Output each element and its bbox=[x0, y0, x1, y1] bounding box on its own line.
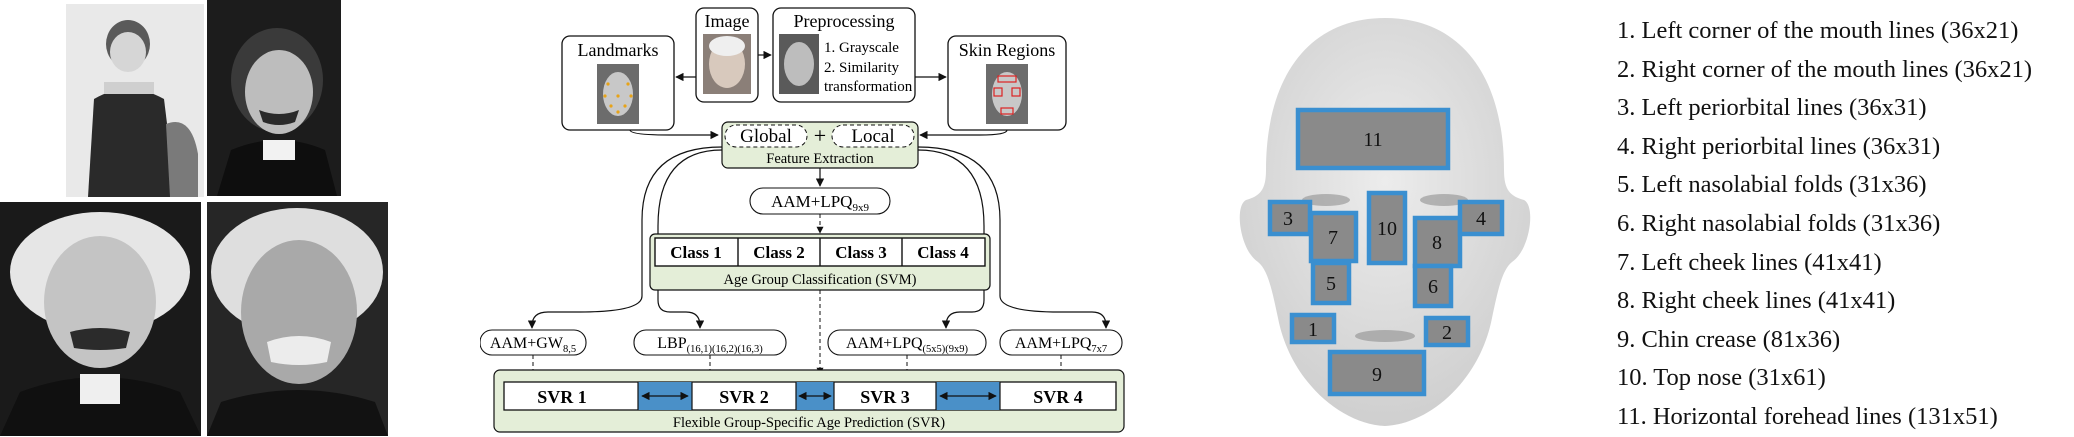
classifier-feature-sub: 9x9 bbox=[852, 202, 869, 214]
preprocessing-box: Preprocessing 1. Grayscale 2. Similarity… bbox=[772, 7, 916, 103]
class-1-cell: Class 1 bbox=[670, 243, 721, 262]
region-8-label: 8 bbox=[1432, 232, 1442, 254]
svg-text:LBP(16,1)(16,2)(16,3): LBP(16,1)(16,2)(16,3) bbox=[657, 335, 763, 355]
region-6 bbox=[1412, 263, 1454, 309]
image-box: Image bbox=[695, 7, 759, 103]
region-9 bbox=[1327, 349, 1427, 397]
preprocessing-step-2: 2. Similarity bbox=[824, 60, 900, 76]
region-11-label: 11 bbox=[1363, 129, 1382, 151]
legend-item: 11. Horizontal forehead lines (131x51) bbox=[1617, 402, 1998, 430]
svr-panel: SVR 1 SVR 2 SVR 3 SVR 4 Flexible Group-S… bbox=[493, 369, 1125, 433]
legend-item: 4. Right periorbital lines (36x31) bbox=[1617, 132, 1941, 160]
class-4-cell: Class 4 bbox=[917, 243, 969, 262]
plus-sign: + bbox=[814, 123, 826, 148]
legend-item: 2. Right corner of the mouth lines (36x2… bbox=[1617, 55, 2033, 83]
region-1 bbox=[1289, 312, 1337, 345]
feature-pill-1: AAM+GW8,5 bbox=[480, 329, 587, 356]
legend-item: 7. Left cheek lines (41x41) bbox=[1617, 248, 1882, 276]
preprocessing-title: Preprocessing bbox=[794, 11, 895, 31]
photo-older-man bbox=[0, 202, 201, 436]
region-4-label: 4 bbox=[1476, 208, 1486, 230]
region-1-label: 1 bbox=[1308, 319, 1318, 341]
legend-item: 10. Top nose (31x61) bbox=[1617, 364, 1826, 392]
svr-3-label: SVR 3 bbox=[860, 387, 910, 407]
region-4 bbox=[1457, 199, 1505, 237]
legend-item: 6. Right nasolabial folds (31x36) bbox=[1617, 209, 1941, 237]
legend-item: 5. Left nasolabial folds (31x36) bbox=[1617, 171, 1927, 199]
preprocessing-step-1: 1. Grayscale bbox=[824, 40, 899, 56]
skin-regions-label: Skin Regions bbox=[959, 40, 1056, 60]
feature-extraction-panel: Global + Local Feature Extraction bbox=[721, 121, 919, 169]
legend-item: 1. Left corner of the mouth lines (36x21… bbox=[1617, 17, 2019, 44]
classifier-feature-box: AAM+LPQ9x9 bbox=[749, 187, 891, 215]
preprocessing-step-2-cont: transformation bbox=[824, 79, 913, 95]
svg-text:AAM+GW8,5: AAM+GW8,5 bbox=[490, 335, 576, 355]
face-regions-figure: 11 3 7 10 8 4 5 6 1 2 9 bbox=[1239, 18, 1531, 426]
image-label: Image bbox=[705, 11, 750, 31]
svr-caption: Flexible Group-Specific Age Prediction (… bbox=[673, 415, 945, 431]
photo-elder-man bbox=[207, 202, 388, 436]
svg-text:AAM+LPQ9x9: AAM+LPQ9x9 bbox=[771, 192, 869, 214]
region-3-label: 3 bbox=[1283, 208, 1293, 230]
pipeline-diagram: Image Preprocessing 1. Grayscale 2. Simi… bbox=[480, 7, 1125, 433]
region-5 bbox=[1310, 260, 1352, 306]
svg-text:AAM+LPQ(5x5)(9x9): AAM+LPQ(5x5)(9x9) bbox=[846, 335, 969, 355]
region-5-label: 5 bbox=[1326, 273, 1336, 295]
svr-4-label: SVR 4 bbox=[1033, 387, 1083, 407]
class-2-cell: Class 2 bbox=[753, 243, 804, 262]
landmarks-box: Landmarks bbox=[561, 35, 675, 131]
region-7-label: 7 bbox=[1328, 227, 1338, 249]
local-feature-label: Local bbox=[851, 126, 894, 147]
legend-item: 9. Chin crease (81x36) bbox=[1617, 325, 1841, 353]
feature-pill-3: AAM+LPQ(5x5)(9x9) bbox=[827, 329, 987, 356]
photo-child bbox=[66, 4, 204, 197]
region-legend: 1. Left corner of the mouth lines (36x21… bbox=[1617, 12, 2032, 437]
svr-2-label: SVR 2 bbox=[719, 387, 769, 407]
region-10-label: 10 bbox=[1377, 218, 1397, 240]
global-feature-label: Global bbox=[740, 126, 792, 147]
class-3-cell: Class 3 bbox=[835, 243, 886, 262]
region-11 bbox=[1295, 107, 1451, 171]
legend-item: 3. Left periorbital lines (36x31) bbox=[1617, 94, 1927, 122]
legend-item: 8. Right cheek lines (41x41) bbox=[1617, 287, 1896, 315]
region-2-label: 2 bbox=[1442, 322, 1452, 344]
age-group-caption: Age Group Classification (SVM) bbox=[724, 272, 917, 288]
landmarks-label: Landmarks bbox=[578, 40, 659, 60]
svg-text:AAM+LPQ7x7: AAM+LPQ7x7 bbox=[1015, 335, 1107, 355]
region-2 bbox=[1423, 315, 1471, 348]
feature-pill-2: LBP(16,1)(16,2)(16,3) bbox=[633, 329, 787, 356]
region-7 bbox=[1308, 210, 1359, 264]
feature-pill-4: AAM+LPQ7x7 bbox=[999, 329, 1123, 356]
svr-1-label: SVR 1 bbox=[537, 387, 587, 407]
region-10 bbox=[1366, 190, 1408, 266]
age-group-panel: Class 1 Class 2 Class 3 Class 4 Age Grou… bbox=[649, 233, 991, 291]
classifier-feature-base: AAM+LPQ bbox=[771, 192, 852, 211]
region-6-label: 6 bbox=[1428, 276, 1438, 298]
feature-extraction-caption: Feature Extraction bbox=[766, 151, 874, 167]
skin-regions-box: Skin Regions bbox=[947, 35, 1067, 131]
photo-young-man bbox=[207, 0, 341, 196]
region-9-label: 9 bbox=[1372, 364, 1382, 386]
